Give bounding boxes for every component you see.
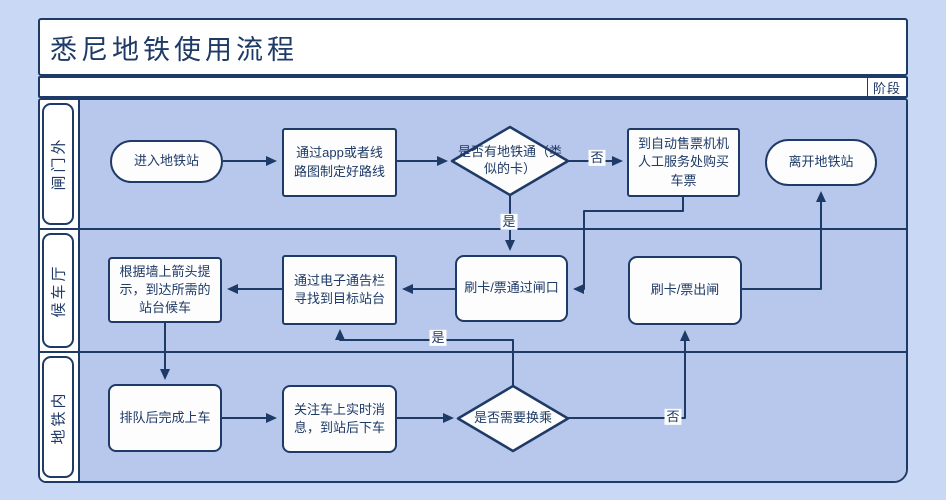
- lane-label-cell-outside-gate: 闸门外: [40, 100, 80, 228]
- node-need-transfer: 是否需要换乘: [458, 386, 568, 451]
- lane-label-box-inside-metro: 地铁内: [42, 356, 74, 478]
- phase-header-row: 阶段: [38, 76, 908, 98]
- lane-label-box-waiting-hall: 候车厅: [42, 232, 74, 349]
- edge-label-no: 否: [664, 408, 682, 426]
- node-label-leave-station: 离开地铁站: [788, 154, 854, 170]
- node-label-tap-out: 刷卡/票出闸: [650, 282, 720, 298]
- node-label-watch-info: 关注车上实时消息，到站后下车: [293, 401, 385, 435]
- edge-label-yes: 是: [500, 213, 518, 231]
- node-buy-ticket: 到自动售票机机人工服务处购买车票: [627, 128, 740, 197]
- phase-header-label: 阶段: [867, 78, 906, 96]
- node-tap-out: 刷卡/票出闸: [628, 256, 742, 325]
- node-label-find-platform-wait: 根据墙上箭头提示，到达所需的站台候车: [119, 263, 211, 316]
- lane-label-inside-metro: 地铁内: [50, 390, 68, 445]
- node-label-tap-in: 刷卡/票通过闸口: [464, 280, 559, 296]
- node-label-has-card: 是否有地铁通（类似的卡）: [457, 144, 562, 176]
- lane-label-cell-waiting-hall: 候车厅: [40, 229, 80, 352]
- lane-label-outside-gate: 闸门外: [50, 136, 68, 191]
- node-enter-station: 进入地铁站: [110, 140, 223, 183]
- node-label-enter-station: 进入地铁站: [133, 153, 199, 169]
- edge-label-yes: 是: [429, 329, 447, 347]
- node-label-board-train: 排队后完成上车: [119, 409, 211, 425]
- lane-label-waiting-hall: 候车厅: [50, 263, 68, 318]
- node-label-find-target-platform: 通过电子通告栏寻找到目标站台: [293, 272, 385, 306]
- node-plan-route: 通过app或者线路图制定好路线: [282, 128, 397, 197]
- phase-header-spacer: [40, 78, 867, 96]
- node-find-target-platform: 通过电子通告栏寻找到目标站台: [282, 255, 397, 325]
- node-find-platform-wait: 根据墙上箭头提示，到达所需的站台候车: [108, 257, 222, 323]
- node-has-card: 是否有地铁通（类似的卡）: [452, 127, 568, 195]
- node-tap-in: 刷卡/票通过闸口: [455, 255, 568, 322]
- edge-label-no: 否: [588, 149, 606, 167]
- diagram-title-bar: 悉尼地铁使用流程: [38, 18, 908, 76]
- node-label-plan-route: 通过app或者线路图制定好路线: [293, 145, 385, 179]
- node-watch-info: 关注车上实时消息，到站后下车: [282, 385, 397, 453]
- lane-label-box-outside-gate: 闸门外: [42, 103, 74, 225]
- lane-label-cell-inside-metro: 地铁内: [40, 353, 80, 481]
- node-leave-station: 离开地铁站: [765, 139, 877, 186]
- page-title: 悉尼地铁使用流程: [50, 34, 298, 65]
- node-board-train: 排队后完成上车: [108, 384, 222, 452]
- node-label-need-transfer: 是否需要换乘: [473, 410, 552, 426]
- node-label-buy-ticket: 到自动售票机机人工服务处购买车票: [637, 136, 729, 188]
